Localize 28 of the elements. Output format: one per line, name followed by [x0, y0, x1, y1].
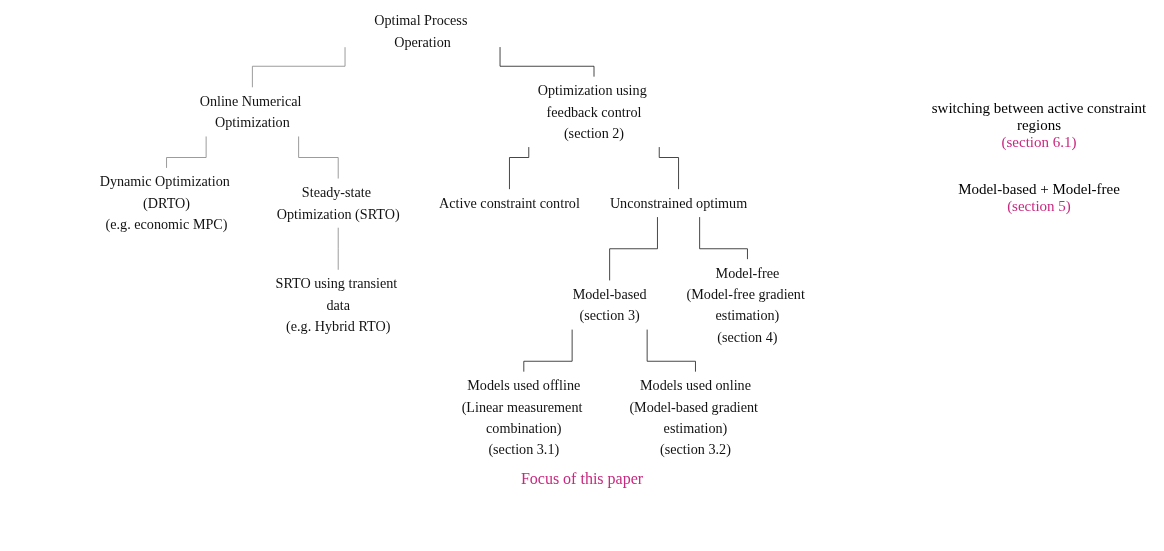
node-text: Online Numerical Optimization: [199, 93, 302, 131]
note-text: Model-based + Model-free: [957, 181, 1121, 198]
connector: [699, 216, 748, 260]
node-text: Active constraint control: [439, 195, 580, 211]
section-reference: (section 5): [1006, 198, 1072, 215]
node-text: Model-based (section 3): [572, 286, 647, 324]
connector: [646, 329, 696, 373]
focus-note: Focus of this paper: [520, 470, 644, 488]
connector: [499, 46, 595, 78]
connector: [298, 136, 339, 179]
connector: [251, 46, 346, 88]
node-text: Optimization using feedback control (section 2): [537, 82, 647, 141]
connector: [337, 227, 339, 271]
connector: [609, 216, 658, 281]
connector: [509, 146, 530, 190]
note-text: switching between active constraint regions: [930, 100, 1148, 134]
connector: [658, 146, 679, 190]
node-text: SRTO using transient data (e.g. Hybrid RTO): [275, 275, 398, 334]
node-text: Unconstrained optimum: [609, 195, 748, 211]
node-text: Optimal Process Operation: [374, 12, 468, 50]
node-text: Steady-state Optimization (SRTO): [276, 184, 400, 222]
connector: [523, 329, 573, 373]
node-text: Dynamic Optimization (DRTO) (e.g. economic MPC): [99, 173, 230, 233]
node-text: Model-free (Model-free gradient estimation) (section 4): [686, 265, 805, 345]
node-text: Models used offline (Linear measurement combination) (section 3.1): [461, 377, 583, 458]
node-text: Models used online (Model-based gradient estimation) (section 3.2): [629, 377, 759, 458]
section-reference: (section 6.1): [1000, 134, 1078, 151]
connector: [166, 136, 207, 169]
